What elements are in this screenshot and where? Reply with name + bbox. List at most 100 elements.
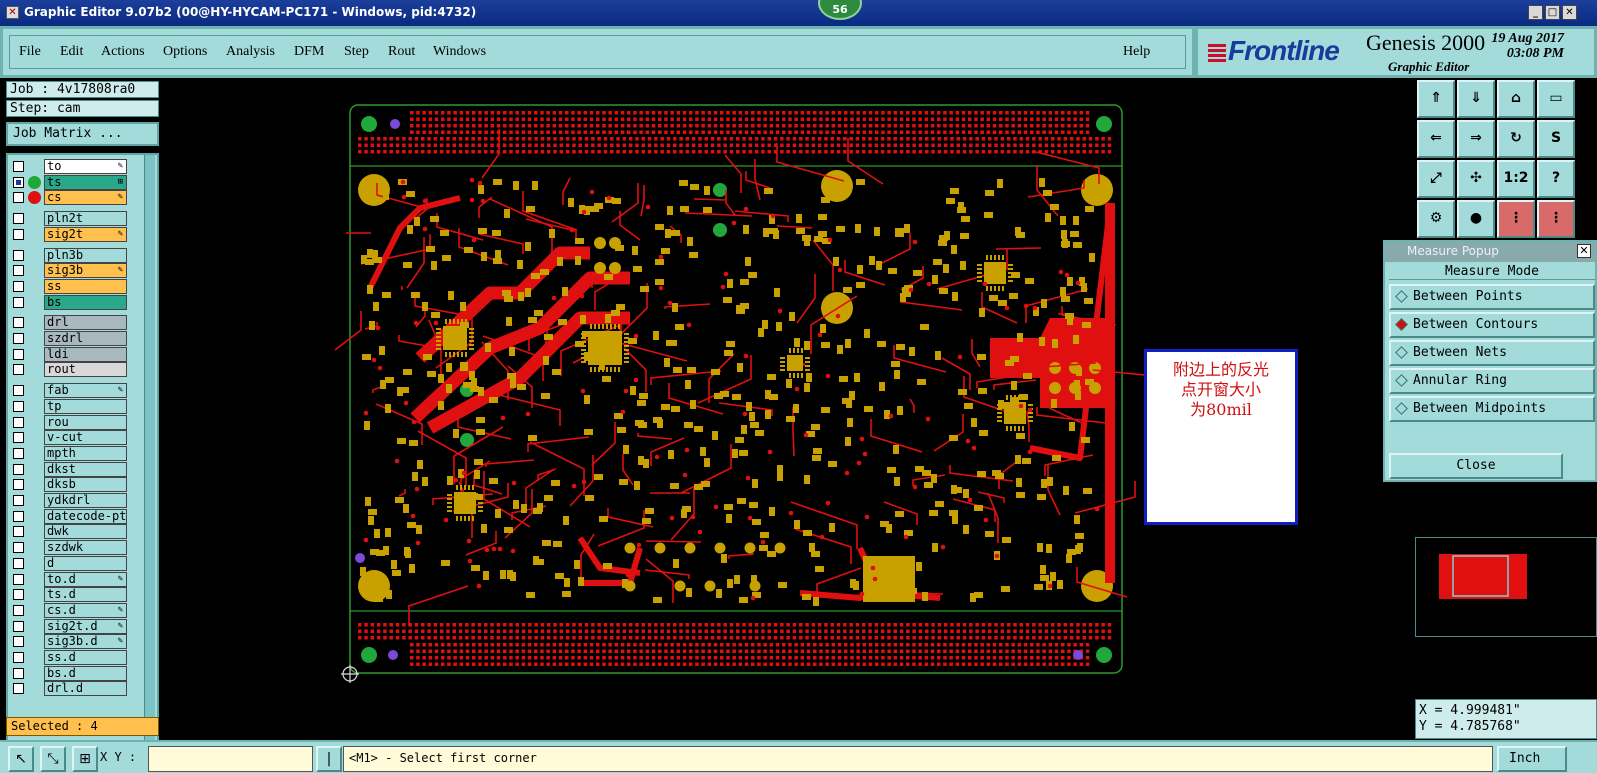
layer-checkbox[interactable] — [13, 652, 24, 663]
layer-row-to.d[interactable]: to.d✎ — [11, 571, 129, 587]
layer-name[interactable]: ydkdrl — [44, 493, 127, 508]
layer-row-pln3b[interactable]: pln3b — [11, 247, 129, 263]
pcb-board[interactable] — [160, 78, 1415, 740]
layer-row-ss.d[interactable]: ss.d — [11, 650, 129, 665]
menu-rout[interactable]: Rout — [388, 44, 416, 59]
layer-name[interactable]: sig2t.d✎ — [44, 618, 127, 634]
layer-name[interactable]: ss.d — [44, 650, 127, 665]
window-view-icon[interactable]: ▭ — [1537, 80, 1575, 118]
layer-checkbox[interactable] — [13, 280, 24, 292]
layer-row-sig2t.d[interactable]: sig2t.d✎ — [11, 618, 129, 634]
layer-row-sig2t[interactable]: sig2t✎ — [11, 226, 129, 242]
maximize-button[interactable]: □ — [1545, 5, 1560, 20]
layer-name[interactable]: sig3b✎ — [44, 263, 127, 279]
menu-step[interactable]: Step — [344, 44, 369, 59]
layer-row-drl.d[interactable]: drl.d — [11, 681, 129, 697]
net-highlight-icon[interactable]: ⋮ — [1497, 200, 1535, 238]
layer-name[interactable]: mpth — [44, 445, 127, 461]
snap-arrow-icon[interactable]: ⤡ — [40, 746, 66, 772]
menu-windows[interactable]: Windows — [433, 44, 487, 59]
notification-badge[interactable]: 56 — [818, 0, 862, 20]
close-window-button[interactable]: ✕ — [1562, 5, 1577, 20]
layer-row-d[interactable]: d — [11, 555, 129, 571]
layer-name[interactable]: pln2t — [44, 211, 127, 227]
layer-checkbox[interactable] — [13, 604, 24, 616]
menu-analysis[interactable]: Analysis — [226, 44, 275, 59]
layer-checkbox[interactable] — [13, 213, 24, 225]
layer-checkbox[interactable] — [13, 192, 24, 204]
layer-row-szdwk[interactable]: szdwk — [11, 540, 129, 556]
layer-checkbox[interactable] — [13, 447, 24, 459]
layer-name[interactable]: ts⊞ — [44, 174, 127, 190]
layer-checkbox[interactable] — [13, 510, 24, 522]
layer-row-dwk[interactable]: dwk — [11, 524, 129, 540]
layer-row-ss[interactable]: ss — [11, 278, 129, 294]
layer-row-sig3b.d[interactable]: sig3b.d✎ — [11, 634, 129, 650]
home-view-icon[interactable]: ⌂ — [1497, 80, 1535, 118]
layer-name[interactable]: dksb — [44, 477, 127, 493]
layer-name[interactable]: tp — [44, 398, 127, 414]
layer-checkbox[interactable] — [13, 495, 24, 506]
layer-checkbox[interactable] — [13, 364, 24, 376]
layer-checkbox[interactable] — [13, 526, 24, 538]
layer-checkbox[interactable] — [13, 432, 24, 444]
layer-checkbox[interactable] — [13, 479, 24, 491]
layer-name[interactable]: v-cut — [44, 430, 127, 446]
option-between-midpoints[interactable]: Between Midpoints — [1389, 396, 1595, 422]
layer-name[interactable]: drl.d — [44, 681, 127, 697]
pan-left-icon[interactable]: ⇐ — [1417, 120, 1455, 158]
layer-name[interactable]: szdrl — [44, 331, 127, 346]
separator-icon[interactable]: | — [316, 746, 342, 772]
layer-name[interactable]: sig3b.d✎ — [44, 634, 127, 650]
minimize-button[interactable]: _ — [1528, 5, 1543, 20]
layer-name[interactable]: ss — [44, 278, 127, 294]
layer-checkbox[interactable] — [13, 176, 24, 188]
zoom-center-icon[interactable]: ✣ — [1457, 160, 1495, 198]
layer-row-tp[interactable]: tp — [11, 398, 129, 414]
layer-checkbox[interactable] — [13, 265, 24, 277]
layer-row-ydkdrl[interactable]: ydkdrl — [11, 493, 129, 508]
snap-icon[interactable]: S — [1537, 120, 1575, 158]
layer-checkbox[interactable] — [13, 683, 24, 695]
grid-icon[interactable]: ⊞ — [72, 746, 98, 772]
layer-checkbox[interactable] — [13, 249, 24, 261]
layer-checkbox[interactable] — [13, 463, 24, 475]
layer-row-dkst[interactable]: dkst — [11, 461, 129, 477]
menu-actions[interactable]: Actions — [101, 44, 145, 59]
layer-checkbox[interactable] — [13, 348, 24, 360]
overview-map[interactable] — [1415, 537, 1597, 637]
layer-row-pln2t[interactable]: pln2t — [11, 211, 129, 227]
rotate-icon[interactable]: ↻ — [1497, 120, 1535, 158]
measure-popup-title[interactable]: Measure Popup ✕ — [1385, 242, 1595, 262]
layer-checkbox[interactable] — [13, 228, 24, 240]
layer-row-cs.d[interactable]: cs.d✎ — [11, 602, 129, 618]
layer-row-mpth[interactable]: mpth — [11, 445, 129, 461]
layer-name[interactable]: rou — [44, 414, 127, 430]
pan-right-icon[interactable]: ⇒ — [1457, 120, 1495, 158]
layer-row-datecode-pt[interactable]: datecode-pt — [11, 508, 129, 524]
layer-row-to[interactable]: to✎ — [11, 159, 129, 174]
xy-input[interactable] — [148, 746, 313, 772]
layer-row-ldi[interactable]: ldi — [11, 346, 129, 362]
layer-name[interactable]: cs✎ — [44, 190, 127, 206]
layer-row-szdrl[interactable]: szdrl — [11, 331, 129, 346]
layer-row-cs[interactable]: cs✎ — [11, 190, 129, 206]
layer-row-rout[interactable]: rout — [11, 362, 129, 378]
app-icon[interactable]: ✕ — [6, 6, 19, 19]
option-between-nets[interactable]: Between Nets — [1389, 340, 1595, 366]
layer-name[interactable]: datecode-pt — [44, 508, 127, 524]
layer-name[interactable]: pln3b — [44, 247, 127, 263]
zoom-down-icon[interactable]: ⇓ — [1457, 80, 1495, 118]
layer-name[interactable]: to✎ — [44, 159, 127, 174]
settings-icon[interactable]: ⚙ — [1417, 200, 1455, 238]
layer-name[interactable]: rout — [44, 362, 127, 378]
layer-checkbox[interactable] — [13, 161, 24, 172]
layer-name[interactable]: bs — [44, 294, 127, 310]
layer-name[interactable]: ldi — [44, 346, 127, 362]
layer-name[interactable]: cs.d✎ — [44, 602, 127, 618]
option-between-contours[interactable]: Between Contours — [1389, 312, 1595, 338]
zoom-fit-icon[interactable]: ⤢ — [1417, 160, 1455, 198]
layer-scrollbar[interactable] — [144, 155, 155, 773]
layer-name[interactable]: bs.d — [44, 665, 127, 681]
menu-dfm[interactable]: DFM — [294, 44, 325, 59]
